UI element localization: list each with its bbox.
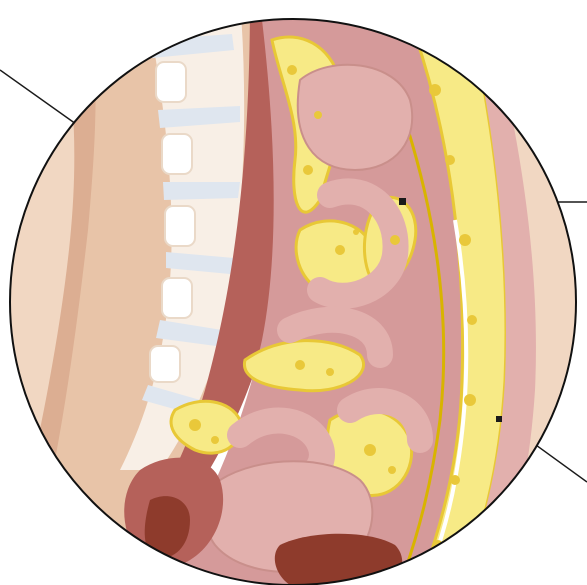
leader-line-top-left [0, 70, 76, 124]
pointer-dot-middle [399, 198, 406, 205]
pointer-dot-bottom [496, 416, 502, 422]
bottom-organ-dark [275, 534, 402, 585]
